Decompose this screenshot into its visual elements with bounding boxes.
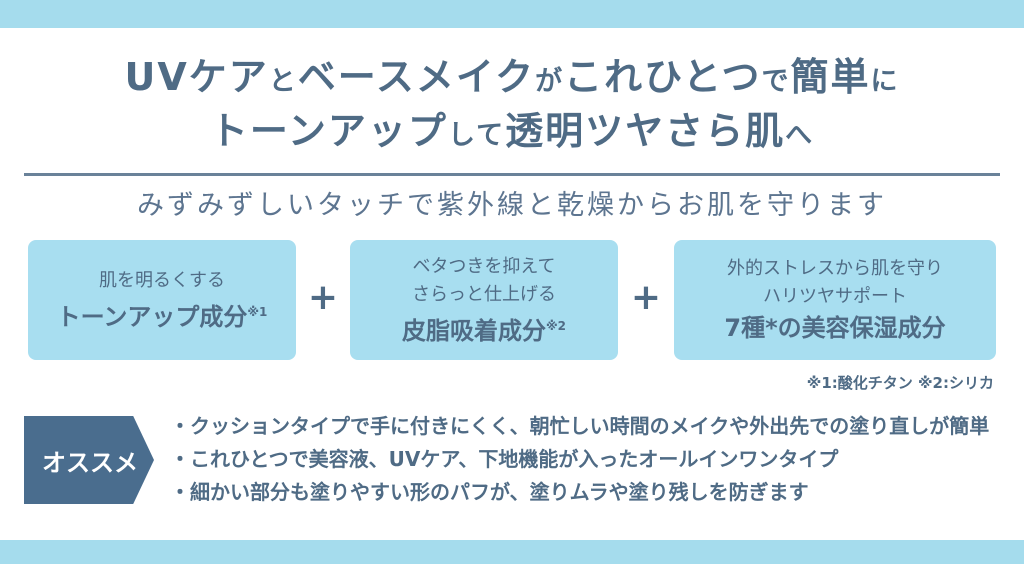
- feature-ingredient-text: 7種*の美容保湿成分: [724, 314, 946, 342]
- feature-line: さらっと仕上げる: [412, 283, 556, 305]
- list-item: ・クッションタイプで手に付きにくく、朝忙しい時間のメイクや外出先での塗り直しが簡…: [170, 414, 990, 438]
- feature-ingredient-text: トーンアップ成分: [56, 302, 248, 331]
- plus-sign: +: [307, 277, 339, 318]
- headline-segment: で: [761, 66, 791, 97]
- subheading: みずみずしいタッチで紫外線と乾燥からお肌を守ります: [137, 190, 887, 221]
- bottom-band: [0, 540, 1024, 564]
- list-item: ・細かい部分も塗りやすい形のパフが、塗りムラや塗り残しを防ぎます: [170, 480, 809, 504]
- feature-ingredient-text: 皮脂吸着成分: [401, 316, 546, 345]
- feature-line: 外的ストレスから肌を守り: [727, 258, 943, 279]
- recommend-label: オススメ: [42, 448, 138, 477]
- feature-box-moisture: 外的ストレスから肌を守り ハリツヤサポート 7種*の美容保湿成分: [674, 240, 996, 360]
- feature-box-tone-up: 肌を明るくする トーンアップ成分※1: [28, 240, 296, 360]
- feature-line: 肌を明るくする: [99, 269, 225, 291]
- headline-line-2: トーンアップして透明ツヤさら肌へ: [0, 112, 1024, 150]
- headline-segment: これひとつ: [564, 55, 762, 99]
- headline-segment: が: [535, 66, 565, 97]
- headline-segment: へ: [785, 120, 815, 151]
- feature-ingredient: 7種*の美容保湿成分: [724, 311, 945, 345]
- recommend-list: ・クッションタイプで手に付きにくく、朝忙しい時間のメイクや外出先での塗り直しが簡…: [170, 410, 989, 509]
- feature-line: ベタつきを抑えて: [412, 255, 556, 277]
- headline-segment: UVケア: [124, 55, 269, 99]
- feature-note: ※2: [545, 318, 566, 333]
- feature-note: ※1: [247, 304, 268, 319]
- feature-ingredient: 皮脂吸着成分※2: [402, 309, 566, 348]
- list-item: ・これひとつで美容液、UVケア、下地機能が入ったオールインワンタイプ: [170, 447, 839, 471]
- plus-sign: +: [630, 277, 662, 318]
- feature-box-sebum: ベタつきを抑えて さらっと仕上げる 皮脂吸着成分※2: [350, 240, 618, 360]
- top-band: [0, 0, 1024, 28]
- headline-segment: と: [268, 66, 298, 97]
- feature-line: ハリツヤサポート: [763, 286, 907, 307]
- headline-segment: して: [447, 120, 506, 151]
- headline-segment: に: [870, 66, 900, 97]
- feature-ingredient: トーンアップ成分※1: [57, 295, 268, 334]
- footnote: ※1:酸化チタン ※2:シリカ: [806, 374, 994, 392]
- headline-line-1: UVケアとベースメイクがこれひとつで簡単に: [0, 58, 1024, 96]
- headline-segment: 透明ツヤさら肌: [505, 109, 786, 153]
- headline-segment: トーンアップ: [209, 109, 448, 153]
- headline-segment: 簡単: [790, 55, 871, 99]
- headline-segment: ベースメイク: [297, 55, 536, 99]
- recommend-tag: オススメ: [24, 416, 154, 504]
- divider: [24, 173, 1000, 176]
